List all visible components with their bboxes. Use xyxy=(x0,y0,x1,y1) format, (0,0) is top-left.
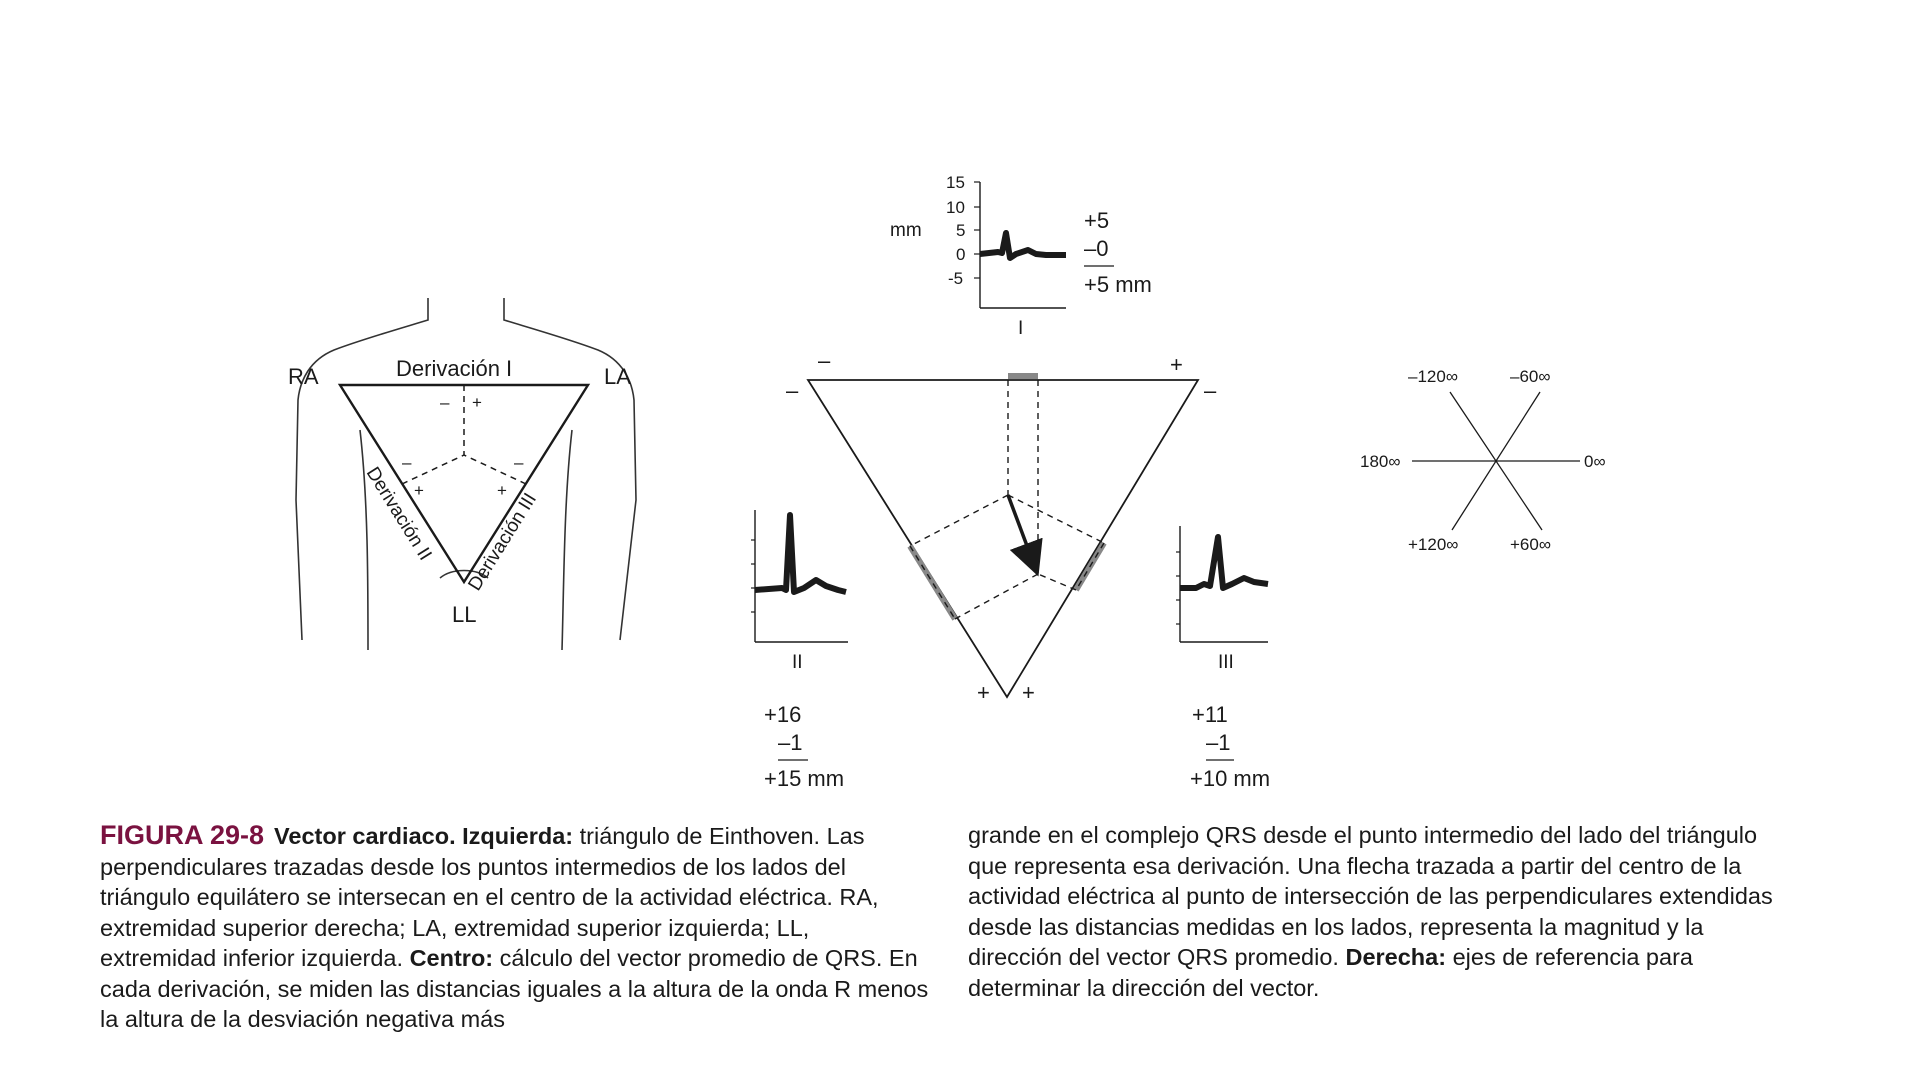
caption-left-heading: Izquierda: xyxy=(462,823,573,849)
lead-ii-minus: – xyxy=(402,453,412,472)
lead-iii-label: Derivación III xyxy=(464,489,541,594)
lead-iii-label: III xyxy=(1218,652,1234,673)
lead-i-total: +5 mm xyxy=(1084,272,1152,297)
left-einthoven-diagram: RA LA LL Derivación I Derivación II Deri… xyxy=(288,298,636,650)
lead-i-minus: – xyxy=(440,393,450,412)
lead-i-tick-minus5: -5 xyxy=(948,269,963,288)
right-reference-axes: –120∞ –60∞ 180∞ 0∞ +120∞ +60∞ xyxy=(1360,367,1606,554)
lead-i-ecg: 15 10 5 0 -5 mm I +5 –0 +5 mm xyxy=(890,173,1152,339)
label-ll: LL xyxy=(452,602,476,627)
perpendicular-lines xyxy=(402,385,526,484)
lead-i-label: I xyxy=(1018,318,1023,339)
lead-ii-minus-sign: – xyxy=(786,378,799,403)
lead-iii-plus: + xyxy=(497,481,507,500)
axis-label-minus120: –120∞ xyxy=(1408,367,1458,386)
lead-i-r: +5 xyxy=(1084,208,1109,233)
lead-i-plus: + xyxy=(472,393,482,412)
axis-label-plus120: +120∞ xyxy=(1408,535,1458,554)
lead-i-tick-10: 10 xyxy=(946,198,965,217)
label-ra: RA xyxy=(288,364,319,389)
axis-label-minus60: –60∞ xyxy=(1510,367,1550,386)
lead-iii-r: +11 xyxy=(1192,702,1228,727)
caption-title: Vector cardiaco. xyxy=(274,823,456,849)
lead-i-unit: mm xyxy=(890,220,922,241)
lead-ii-neg: –1 xyxy=(778,730,802,755)
lead-ii-r: +16 xyxy=(764,702,801,727)
lead-iii-ecg: III +11 –1 +10 mm xyxy=(1176,526,1270,791)
torso-outline xyxy=(296,298,636,650)
axis-label-180: 180∞ xyxy=(1360,452,1400,471)
lead-i-plus-sign: + xyxy=(1170,352,1183,377)
lead-iii-minus: – xyxy=(514,453,524,472)
lead-ii-label: II xyxy=(792,652,803,673)
lead-iii-neg: –1 xyxy=(1206,730,1230,755)
lead-ii-plus-sign: + xyxy=(977,680,990,705)
lead-iii-minus-sign: – xyxy=(1204,378,1217,403)
lead-i-minus-sign: – xyxy=(818,348,831,373)
lead-i-tick-15: 15 xyxy=(946,173,965,192)
axis-label-0: 0∞ xyxy=(1584,452,1606,471)
caption-center-heading: Centro: xyxy=(410,945,494,971)
lead-ii-ecg: II +16 –1 +15 mm xyxy=(751,510,848,791)
label-la: LA xyxy=(604,364,631,389)
figure-label: FIGURA 29-8 xyxy=(100,820,264,850)
caption-right-column: grande en el complejo QRS desde el punto… xyxy=(968,820,1788,1003)
lead-ii-plus: + xyxy=(414,481,424,500)
center-vector-diagram: 15 10 5 0 -5 mm I +5 –0 +5 mm xyxy=(751,173,1270,791)
lead-i-tick-5: 5 xyxy=(956,221,965,240)
caption-right-heading: Derecha: xyxy=(1345,944,1446,970)
vector-triangle xyxy=(808,380,1198,697)
lead-iii-total: +10 mm xyxy=(1190,766,1270,791)
lead-ii-total: +15 mm xyxy=(764,766,844,791)
lead-i-tick-0: 0 xyxy=(956,245,965,264)
lead-iii-plus-sign: + xyxy=(1022,680,1035,705)
axis-label-plus60: +60∞ xyxy=(1510,535,1551,554)
lead-i-label: Derivación I xyxy=(396,356,512,381)
lead-i-neg: –0 xyxy=(1084,236,1108,261)
